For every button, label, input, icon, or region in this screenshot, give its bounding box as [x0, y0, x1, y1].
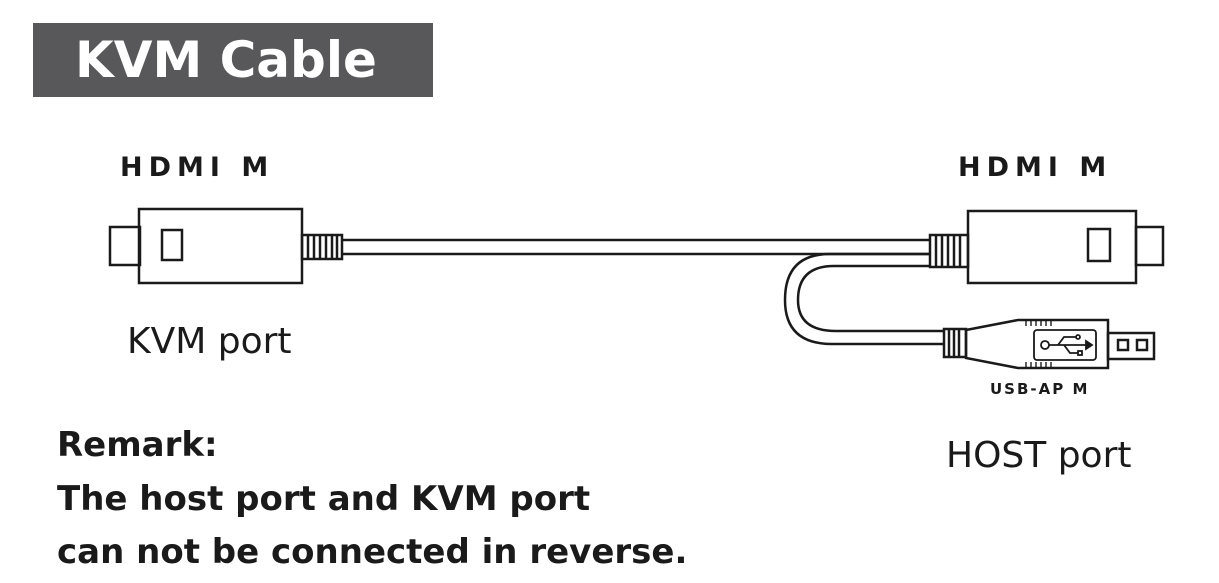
right-hdmi-connector — [928, 209, 1165, 285]
main-cable — [342, 238, 930, 256]
usb-symbol-icon — [1033, 329, 1097, 361]
right-hdmi-label: HDMI M — [958, 152, 1113, 183]
usb-grip-marks — [1025, 320, 1052, 368]
left-hdmi-connector — [108, 207, 344, 285]
title-banner — [33, 23, 433, 97]
usb-branch-cable — [783, 252, 944, 346]
host-port-label: HOST port — [946, 435, 1132, 476]
usb-a-connector — [942, 318, 1156, 370]
remark-heading: Remark: — [57, 425, 218, 465]
remark-line-1: The host port and KVM port — [57, 479, 591, 519]
diagram-title: KVM Cable — [75, 31, 377, 89]
remark-line-2: can not be connected in reverse. — [57, 532, 688, 572]
left-hdmi-label: HDMI M — [120, 152, 275, 183]
kvm-port-label: KVM port — [127, 321, 292, 362]
usb-connector-label: USB-AP M — [990, 380, 1090, 398]
